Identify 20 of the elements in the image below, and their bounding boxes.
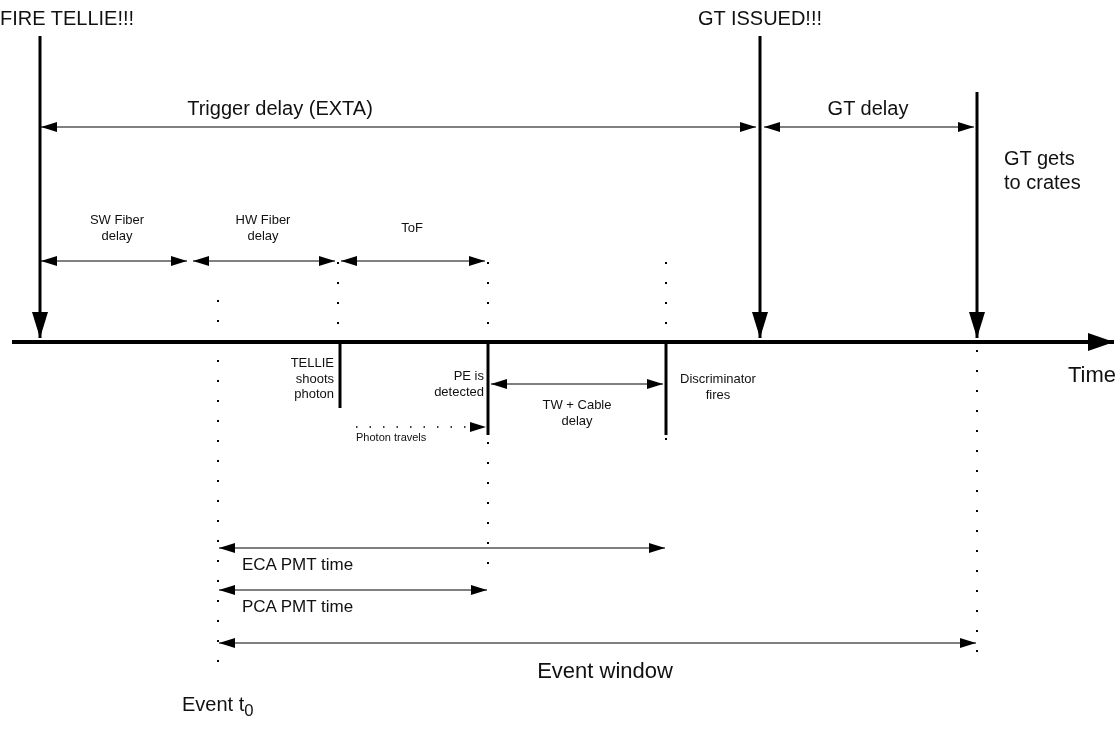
event-label: Discriminator fires (679, 371, 757, 403)
dimension-label: SW Fiber delay (88, 212, 146, 244)
arrow (752, 36, 768, 338)
dimension-label: ECA PMT time (242, 555, 355, 576)
event-label: GT ISSUED!!! (680, 6, 840, 36)
dimension-label: HW Fiber delay (234, 212, 292, 244)
event-label: GT gets to crates (1004, 146, 1082, 194)
dimension-label: PCA PMT time (242, 597, 355, 618)
dimension-label: ToF (400, 220, 424, 236)
axis-label: Time (1066, 362, 1116, 389)
event-label: Event t$_{0}$ (182, 692, 255, 721)
dimension-label: GT delay (826, 96, 910, 120)
arrow (32, 36, 48, 338)
direction-label: Photon travels (356, 431, 428, 445)
dimension-label: TW + Cable delay (541, 397, 613, 429)
dimension-label: Trigger delay (EXTA) (186, 96, 374, 120)
event-label: TELLIE shoots photon (289, 355, 334, 402)
dimension-label: Event window (536, 658, 674, 685)
event-label: FIRE TELLIE!!! (0, 6, 170, 36)
event-label: PE is detected (433, 368, 484, 400)
